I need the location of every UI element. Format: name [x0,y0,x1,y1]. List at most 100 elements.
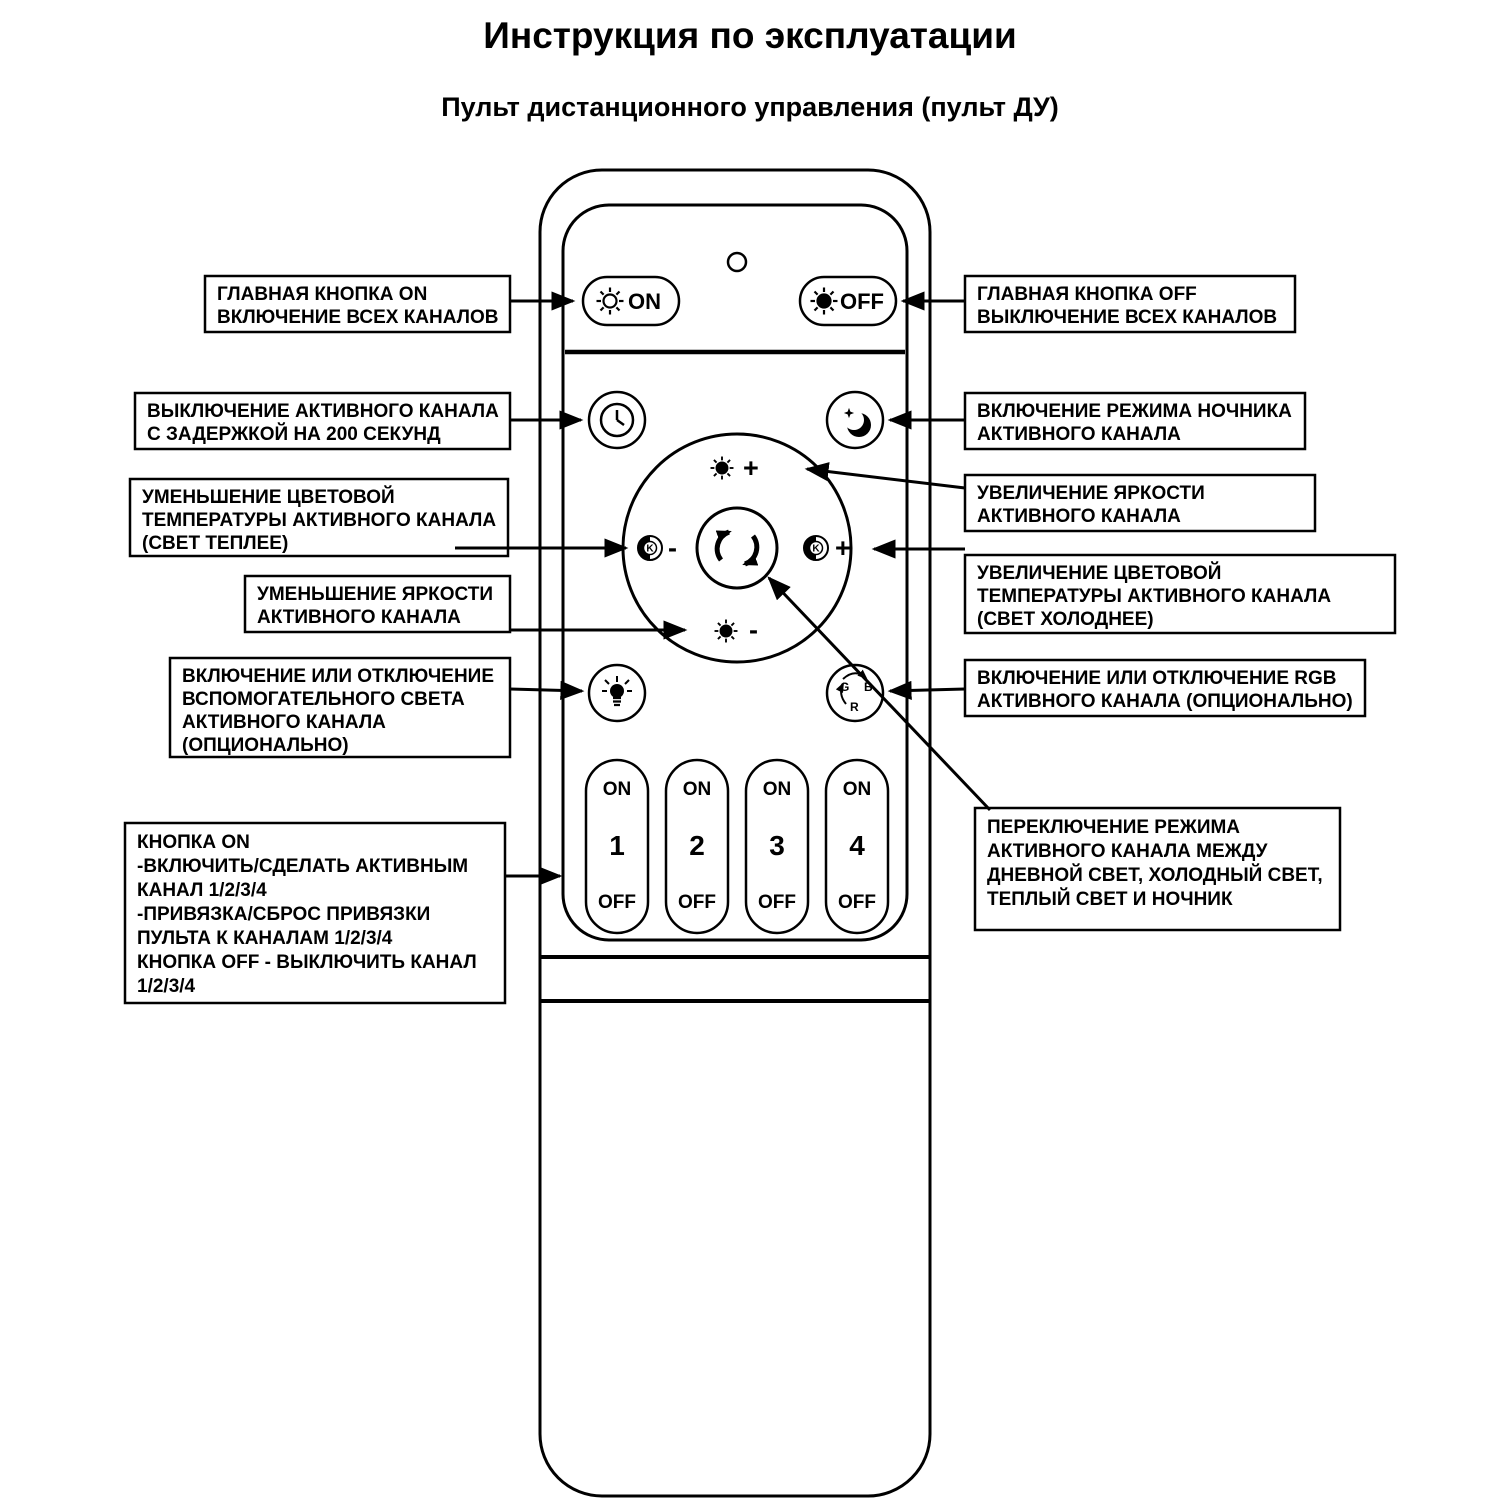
callout-text: АКТИВНОГО КАНАЛА [182,712,386,733]
callout-text: -ВКЛЮЧИТЬ/СДЕЛАТЬ АКТИВНЫМ [137,856,468,877]
callout-text: УВЕЛИЧЕНИЕ ЦВЕТОВОЙ [977,562,1221,584]
channel-on-label: ON [843,779,872,800]
callout-delayed-off: ВЫКЛЮЧЕНИЕ АКТИВНОГО КАНАЛА С ЗАДЕРЖКОЙ … [133,391,584,451]
rgb-b-letter: B [864,680,873,694]
arrow-aux-light [509,680,585,700]
callout-text: КНОПКА ON [137,832,250,853]
callout-text: ВКЛЮЧЕНИЕ ИЛИ ОТКЛЮЧЕНИЕ RGB [977,668,1337,689]
main-on-button: ON [581,275,681,327]
channel-on-label: ON [683,779,712,800]
channel-number: 4 [849,830,865,861]
callout-text: ТЕПЛЫЙ СВЕТ И НОЧНИК [987,888,1233,910]
page-title: Инструкция по эксплуатации [483,15,1016,56]
arrow-brightness-up [804,462,966,490]
channel-button-2: ON 2 OFF [664,758,730,935]
channel-button-1: ON 1 OFF [584,758,650,935]
callout-text: ВЫКЛЮЧЕНИЕ ВСЕХ КАНАЛОВ [977,307,1277,328]
callout-night-mode: ВКЛЮЧЕНИЕ РЕЖИМА НОЧНИКА АКТИВНОГО КАНАЛ… [887,391,1307,451]
sun-filled-icon [713,618,739,644]
callout-rgb: ВКЛЮЧЕНИЕ ИЛИ ОТКЛЮЧЕНИЕ RGB АКТИВНОГО К… [887,658,1367,718]
minus-sign: - [749,615,758,645]
bulb-icon [602,676,632,707]
rgb-r-letter: R [850,700,859,714]
arrow-rgb [887,680,966,701]
channel-off-label: OFF [838,892,876,913]
channel-number: 1 [609,830,625,861]
channel-off-label: OFF [678,892,716,913]
main-off-button: OFF [798,275,898,327]
main-on-label: ON [628,289,661,314]
callout-text: АКТИВНОГО КАНАЛА (ОПЦИОНАЛЬНО) [977,691,1353,712]
sun-outline-icon [595,286,625,316]
page-subtitle: Пульт дистанционного управления (пульт Д… [441,92,1059,122]
callout-text: -ПРИВЯЗКА/СБРОС ПРИВЯЗКИ [137,904,430,925]
moon-star-icon [843,407,871,437]
aux-light-button [587,663,647,723]
callout-text: ПЕРЕКЛЮЧЕНИЕ РЕЖИМА [987,817,1240,838]
callout-text: ДНЕВНОЙ СВЕТ, ХОЛОДНЫЙ СВЕТ, [987,864,1323,886]
callout-brightness-up: УВЕЛИЧЕНИЕ ЯРКОСТИ АКТИВНОГО КАНАЛА [804,462,1317,533]
timer-button [587,390,647,450]
arrow-mode-cycle [767,576,992,812]
channel-off-label: OFF [758,892,796,913]
led-indicator [726,251,748,273]
plus-sign: + [743,453,759,483]
callout-text: (СВЕТ ХОЛОДНЕЕ) [977,609,1154,630]
plus-sign: + [835,533,851,563]
kelvin-letter: K [812,544,820,555]
callout-text: АКТИВНОГО КАНАЛА МЕЖДУ [987,841,1268,862]
channel-button-4: ON 4 OFF [824,758,890,935]
minus-sign: - [668,533,677,563]
callout-temp-up: УВЕЛИЧЕНИЕ ЦВЕТОВОЙ ТЕМПЕРАТУРЫ АКТИВНОГ… [871,539,1397,635]
clock-icon [599,402,635,438]
callout-channel-buttons: КНОПКА ON -ВКЛЮЧИТЬ/СДЕЛАТЬ АКТИВНЫМ КАН… [123,821,563,1005]
callout-text: АКТИВНОГО КАНАЛА [977,506,1181,527]
channel-button-3: ON 3 OFF [744,758,810,935]
callout-text: АКТИВНОГО КАНАЛА [977,424,1181,445]
brightness-down-button: - [713,615,758,645]
callout-text: АКТИВНОГО КАНАЛА [257,607,461,628]
channel-number: 3 [769,830,785,861]
callout-text: КАНАЛ 1/2/3/4 [137,880,267,901]
callout-text: (ОПЦИОНАЛЬНО) [182,735,349,756]
main-off-label: OFF [840,289,884,314]
callout-main-on: ГЛАВНАЯ КНОПКА ON ВКЛЮЧЕНИЕ ВСЕХ КАНАЛОВ [203,274,576,334]
callout-text: ПУЛЬТА К КАНАЛАМ 1/2/3/4 [137,928,393,949]
callout-text: ГЛАВНАЯ КНОПКА ON [217,284,427,305]
callout-text: ВКЛЮЧЕНИЕ РЕЖИМА НОЧНИКА [977,401,1292,422]
callout-text: ГЛАВНАЯ КНОПКА OFF [977,284,1197,305]
callout-text: ВЫКЛЮЧЕНИЕ АКТИВНОГО КАНАЛА [147,401,499,422]
callout-mode-cycle: ПЕРЕКЛЮЧЕНИЕ РЕЖИМА АКТИВНОГО КАНАЛА МЕЖ… [767,576,1342,932]
kelvin-icon: K [803,535,829,561]
callout-temp-down: УМЕНЬШЕНИЕ ЦВЕТОВОЙ ТЕМПЕРАТУРЫ АКТИВНОГ… [128,477,629,558]
temp-down-button: K - [637,533,677,563]
callout-text: 1/2/3/4 [137,976,196,997]
star-icon [843,407,855,419]
callout-text: ТЕМПЕРАТУРЫ АКТИВНОГО КАНАЛА [142,510,496,531]
callout-text: (СВЕТ ТЕПЛЕЕ) [142,533,288,554]
brightness-up-button: + [709,453,759,483]
rgb-button: G B R [825,663,885,723]
callout-text: УМЕНЬШЕНИЕ ЦВЕТОВОЙ [142,486,395,508]
channel-on-label: ON [763,779,792,800]
cycle-arrows-icon [714,529,760,567]
rgb-g-letter: G [840,680,849,694]
kelvin-letter: K [646,544,654,555]
callout-text: ВКЛЮЧЕНИЕ ВСЕХ КАНАЛОВ [217,307,499,328]
channel-off-label: OFF [598,892,636,913]
callout-text: ТЕМПЕРАТУРЫ АКТИВНОГО КАНАЛА [977,586,1331,607]
temp-up-button: K + [803,533,851,563]
callout-aux-light: ВКЛЮЧЕНИЕ ИЛИ ОТКЛЮЧЕНИЕ ВСПОМОГАТЕЛЬНОГ… [168,656,585,759]
mode-cycle-button [695,506,779,590]
night-mode-button [825,390,885,450]
sun-filled-icon [709,455,735,481]
callout-text: КНОПКА OFF - ВЫКЛЮЧИТЬ КАНАЛ [137,952,477,973]
kelvin-icon: K [637,535,663,561]
callout-brightness-down: УМЕНЬШЕНИЕ ЯРКОСТИ АКТИВНОГО КАНАЛА [243,574,688,640]
callout-text: УВЕЛИЧЕНИЕ ЯРКОСТИ [977,483,1205,504]
remote-control: ON OFF [538,168,932,1498]
callout-text: ВКЛЮЧЕНИЕ ИЛИ ОТКЛЮЧЕНИЕ [182,666,494,687]
channel-number: 2 [689,830,705,861]
